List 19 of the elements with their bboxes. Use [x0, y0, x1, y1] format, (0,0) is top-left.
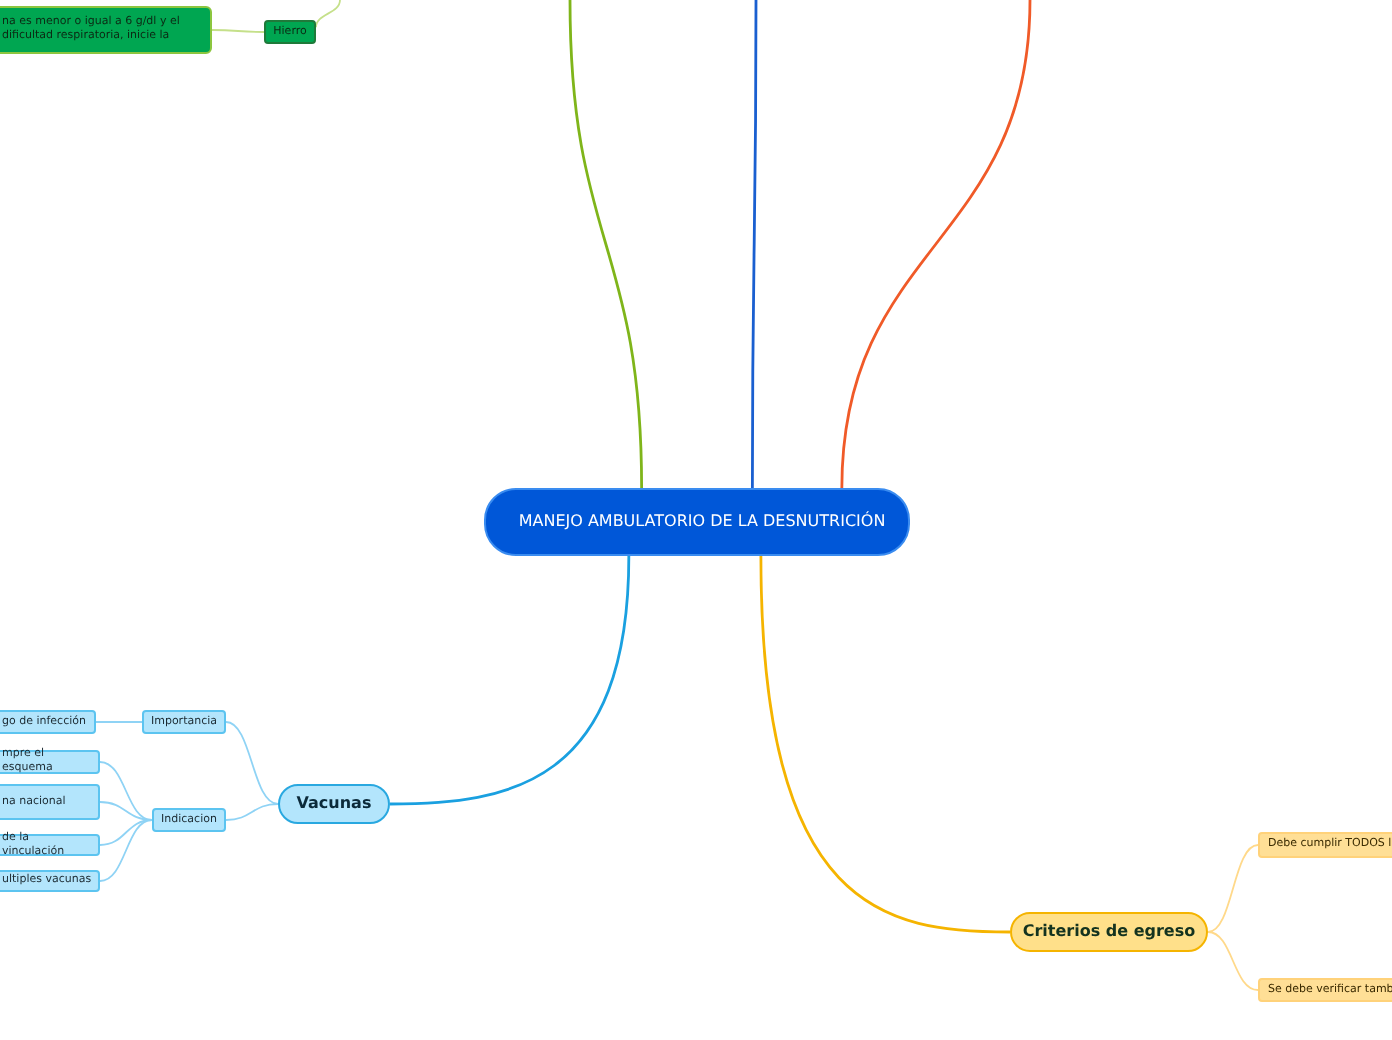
connector-line — [315, 0, 341, 29]
connector-line — [95, 721, 143, 723]
connector-line — [225, 803, 279, 821]
connector-line — [751, 0, 758, 488]
topic-box: Vacunas — [278, 784, 390, 824]
connector-line — [99, 761, 153, 821]
connector-line — [759, 555, 1011, 934]
connector-line — [840, 0, 1032, 489]
connector-line — [568, 0, 643, 489]
connector-line — [99, 819, 153, 882]
central-topic: MANEJO AMBULATORIO DE LA DESNUTRICIÓN — [484, 488, 910, 556]
connector-line — [211, 29, 265, 33]
connector-line — [1207, 844, 1259, 933]
topic-box: Criterios de egreso — [1010, 912, 1208, 952]
connector-line — [1207, 931, 1259, 991]
connector-line — [225, 721, 279, 805]
connector-line — [99, 801, 153, 821]
connector-line — [99, 819, 153, 846]
connector-line — [389, 555, 631, 806]
